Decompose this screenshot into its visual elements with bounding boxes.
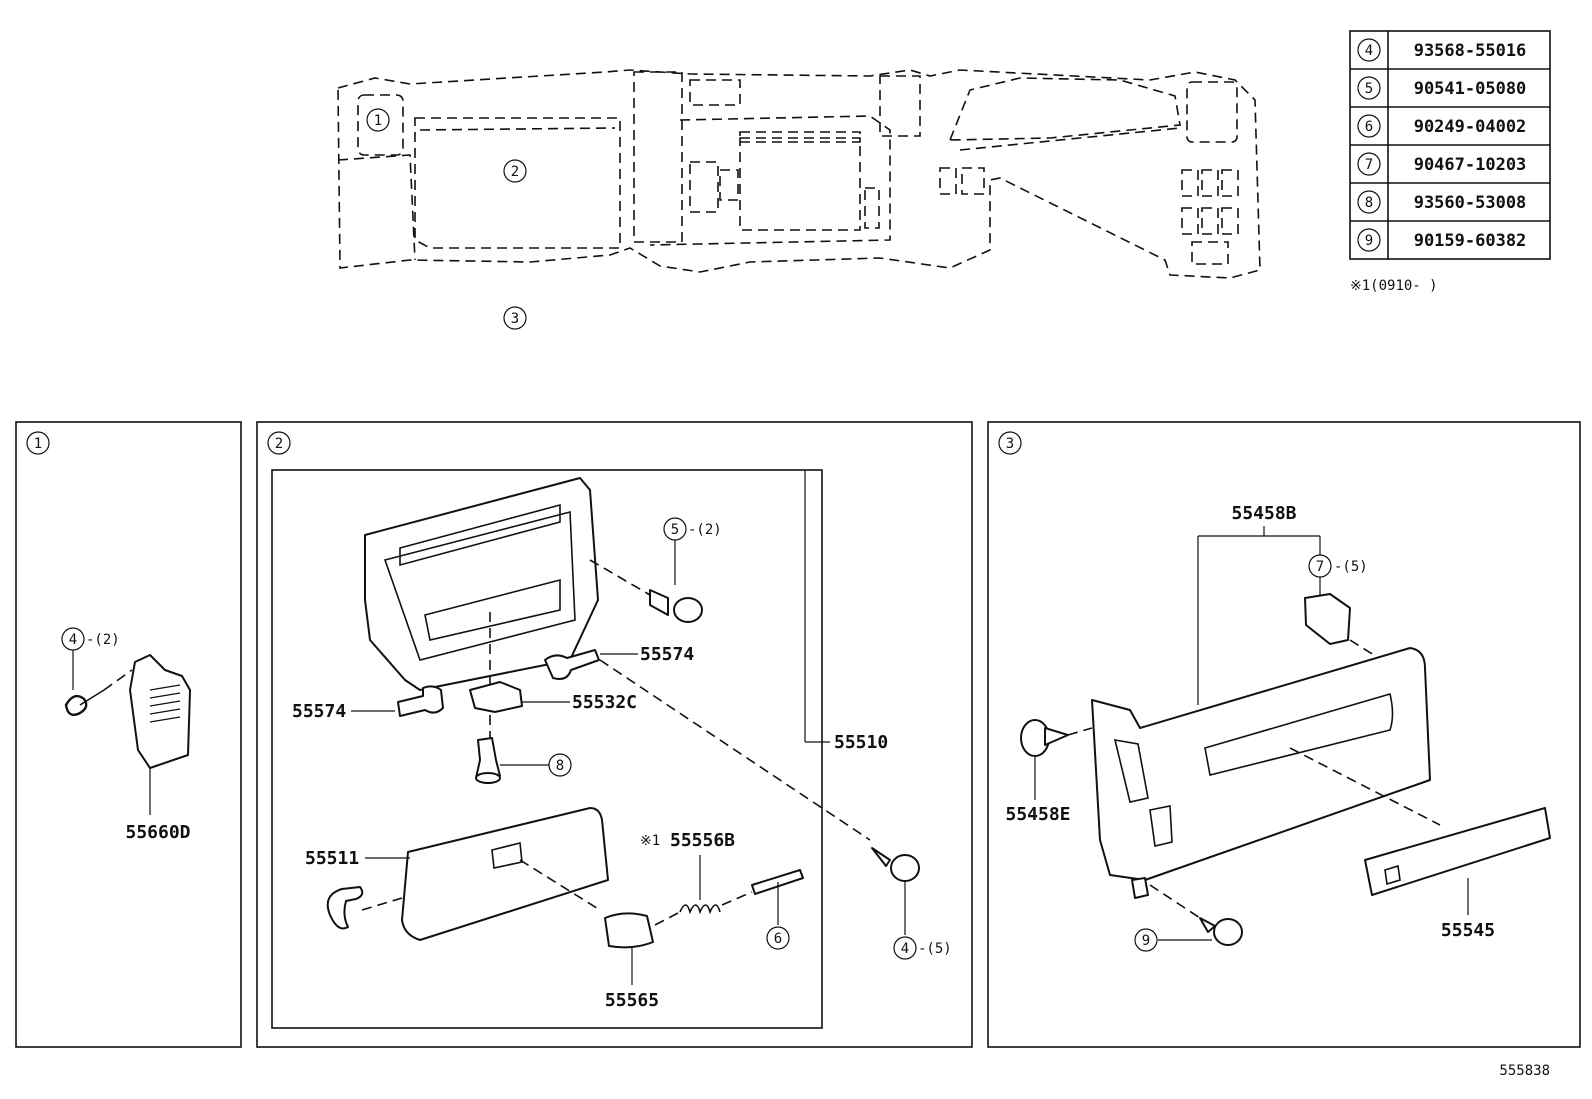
ref-5-qty: -(2) (688, 522, 722, 538)
panel-1-ref: 1 (34, 436, 42, 452)
table-row: 7 90467-10203 (1357, 152, 1527, 176)
detail-panel-3: 3 55458B 7 -(5) 55458E 55545 (987, 421, 1581, 1048)
panel-3-ref: 3 (1006, 436, 1014, 452)
note-mark: ※1 (640, 833, 660, 849)
ref-8: 8 (556, 758, 564, 774)
detail-panel-1: 1 4 -(2) 55660D (15, 421, 242, 1048)
ref-number: 5 (1365, 81, 1373, 97)
part-number: 93560-53008 (1414, 193, 1527, 213)
overview-callout-1: 1 (374, 113, 382, 129)
screw-qty: -(2) (86, 632, 120, 648)
figure-id: 555838 (1499, 1063, 1550, 1079)
ref-4: 4 (901, 941, 909, 957)
ref-6: 6 (774, 931, 782, 947)
ref-7-qty: -(5) (1334, 559, 1368, 575)
label-55458E: 55458E (1005, 804, 1070, 825)
ref-5: 5 (671, 522, 679, 538)
part-number: 90159-60382 (1414, 231, 1527, 251)
ref-number: 9 (1365, 233, 1373, 249)
ref-9: 9 (1142, 933, 1150, 949)
table-row: 5 90541-05080 (1357, 76, 1527, 100)
label-55574-right: 55574 (640, 644, 694, 665)
overview-callout-3: 3 (511, 311, 519, 327)
detail-panel-2: 2 5 -(2) 55574 55574 55532C 5 (256, 421, 973, 1048)
label-55511: 55511 (305, 848, 359, 869)
screw-ref: 4 (69, 632, 77, 648)
label-55532C: 55532C (572, 692, 637, 713)
part-number: 90467-10203 (1414, 155, 1527, 175)
ref-number: 6 (1365, 119, 1373, 135)
table-row: 8 93560-53008 (1357, 190, 1527, 214)
ref-number: 4 (1365, 43, 1373, 59)
ref-7: 7 (1316, 559, 1324, 575)
overview-callout-2: 2 (511, 164, 519, 180)
table-row: 4 93568-55016 (1357, 38, 1527, 62)
label-55556B: 55556B (670, 830, 735, 851)
part-label-55660D: 55660D (125, 822, 190, 843)
ref-4-qty: -(5) (918, 941, 952, 957)
part-number: 90541-05080 (1414, 79, 1527, 99)
parts-table: 4 93568-55016 5 90541-05080 6 90249-0400… (1349, 30, 1551, 294)
table-row: 9 90159-60382 (1357, 228, 1527, 252)
label-55565: 55565 (605, 990, 659, 1011)
panel-2-ref: 2 (275, 436, 283, 452)
ref-number: 7 (1365, 157, 1373, 173)
label-55545: 55545 (1441, 920, 1495, 941)
label-55458B: 55458B (1231, 503, 1296, 524)
ref-number: 8 (1365, 195, 1373, 211)
dashboard-overview: 1 2 3 (337, 69, 1261, 330)
part-number: 90249-04002 (1414, 117, 1527, 137)
part-number: 93568-55016 (1414, 41, 1527, 61)
table-note: ※1(0910- ) (1350, 278, 1438, 294)
label-55574-left: 55574 (292, 701, 346, 722)
label-55510: 55510 (834, 732, 888, 753)
table-row: 6 90249-04002 (1357, 114, 1527, 138)
